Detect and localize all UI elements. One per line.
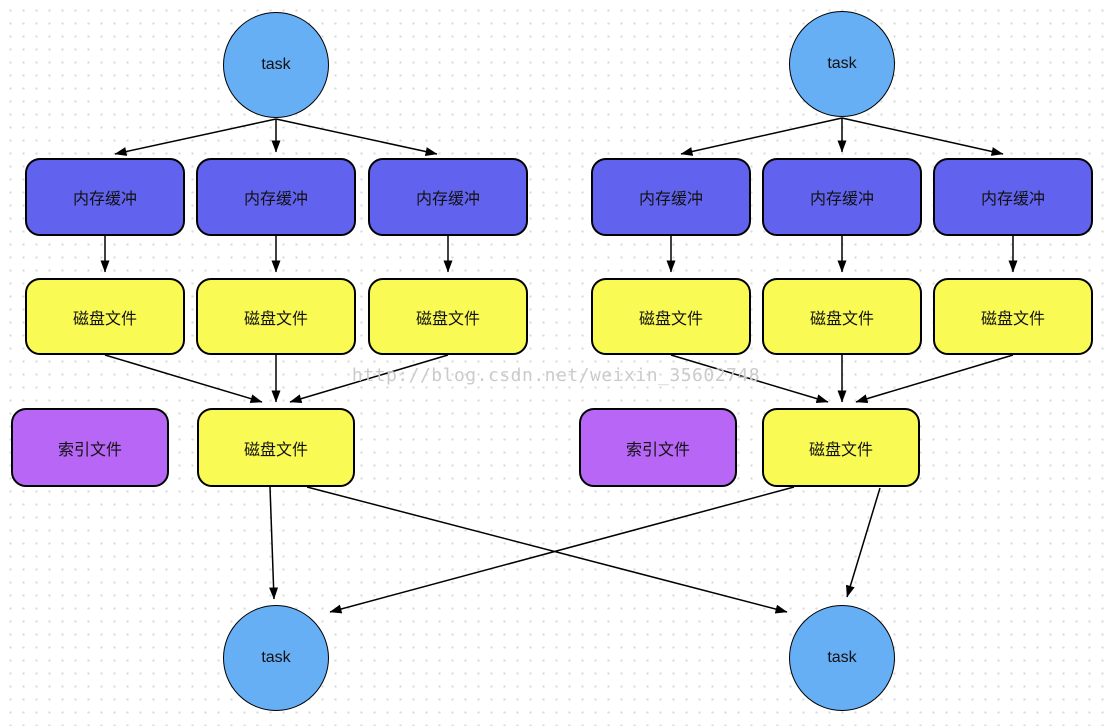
disk-file-label: 磁盘文件 xyxy=(809,310,874,328)
memory-buffer-label: 内存缓冲 xyxy=(243,191,308,208)
disk-file-label: 磁盘文件 xyxy=(638,310,703,328)
task-label: task xyxy=(261,56,291,73)
disk-file-merged-node-left: 磁盘文件 xyxy=(197,408,355,487)
memory-buffer-label: 内存缓冲 xyxy=(980,191,1045,208)
index-file-label: 索引文件 xyxy=(57,441,122,459)
task-label: task xyxy=(827,55,857,72)
edge-dfL1-mergedL xyxy=(104,354,263,404)
memory-buffer-label: 内存缓冲 xyxy=(72,191,137,208)
disk-file-label: 磁盘文件 xyxy=(243,441,308,459)
memory-buffer-node-right-2: 内存缓冲 xyxy=(762,158,922,236)
edge-mergedR-taskBR xyxy=(846,487,881,598)
task-label: task xyxy=(261,649,291,666)
edge-taskL-mbL1 xyxy=(114,118,277,156)
edge-mergedL-taskBR xyxy=(306,486,788,614)
index-file-node-right: 索引文件 xyxy=(579,408,737,487)
memory-buffer-node-right-3: 内存缓冲 xyxy=(933,158,1093,236)
disk-file-label: 磁盘文件 xyxy=(808,441,873,459)
edge-mergedL-taskBL xyxy=(269,486,279,600)
memory-buffer-label: 内存缓冲 xyxy=(415,191,480,208)
task-node-bottom-right: task xyxy=(789,605,895,711)
disk-file-node-left-3: 磁盘文件 xyxy=(368,278,528,355)
disk-file-node-right-2: 磁盘文件 xyxy=(762,278,922,355)
memory-buffer-node-left-1: 内存缓冲 xyxy=(25,158,185,236)
edge-mergedR-taskBL xyxy=(329,486,795,614)
memory-buffer-node-left-3: 内存缓冲 xyxy=(368,158,528,236)
disk-file-label: 磁盘文件 xyxy=(72,310,137,328)
edge-taskR-mbR3 xyxy=(841,117,1004,156)
task-node-top-right: task xyxy=(789,11,895,117)
edge-dfR3-mergedR xyxy=(855,354,1014,404)
task-node-bottom-left: task xyxy=(223,605,329,711)
watermark-text: http://blog.csdn.net/weixin_35602748 xyxy=(351,365,761,386)
disk-file-merged-node-right: 磁盘文件 xyxy=(762,408,920,487)
memory-buffer-label: 内存缓冲 xyxy=(809,191,874,208)
disk-file-node-left-2: 磁盘文件 xyxy=(196,278,356,355)
memory-buffer-label: 内存缓冲 xyxy=(638,191,703,208)
edge-taskL-mbL3 xyxy=(275,118,438,156)
disk-file-node-right-1: 磁盘文件 xyxy=(591,278,751,355)
disk-file-label: 磁盘文件 xyxy=(415,310,480,328)
edge-taskR-mbR1 xyxy=(680,117,843,156)
task-label: task xyxy=(827,649,857,666)
index-file-node-left: 索引文件 xyxy=(11,408,169,487)
disk-file-label: 磁盘文件 xyxy=(243,310,308,328)
disk-file-node-left-1: 磁盘文件 xyxy=(25,278,185,355)
memory-buffer-node-right-1: 内存缓冲 xyxy=(591,158,751,236)
index-file-label: 索引文件 xyxy=(625,441,690,459)
disk-file-label: 磁盘文件 xyxy=(980,310,1045,328)
task-node-top-left: task xyxy=(223,12,329,118)
disk-file-node-right-3: 磁盘文件 xyxy=(933,278,1093,355)
memory-buffer-node-left-2: 内存缓冲 xyxy=(196,158,356,236)
